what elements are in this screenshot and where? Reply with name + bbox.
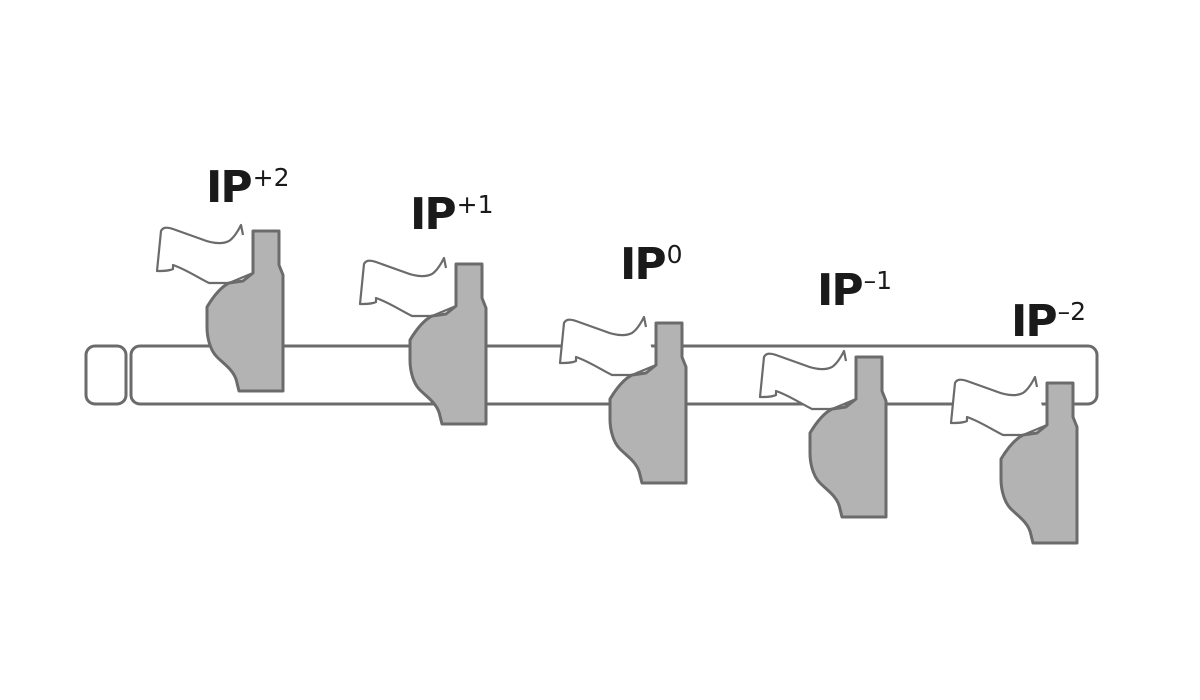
holster-group: IP–2 xyxy=(949,296,1086,545)
pistol-grip xyxy=(358,256,457,318)
position-label-superscript: 0 xyxy=(667,240,683,269)
belt-loop-segment xyxy=(84,344,128,406)
pistol-grip xyxy=(558,315,657,377)
position-label-main: IP xyxy=(206,162,251,213)
position-label: IP–2 xyxy=(1011,296,1086,347)
holster-group: IP+2 xyxy=(155,162,289,393)
pistol-grip xyxy=(155,223,254,285)
position-label-main: IP xyxy=(1011,296,1056,347)
position-label-superscript: +2 xyxy=(253,163,290,192)
position-label: IP+2 xyxy=(206,162,289,213)
pistol-grip xyxy=(758,349,857,411)
holster-body xyxy=(608,321,688,485)
pistol-grip xyxy=(949,375,1048,437)
holster-group: IP–1 xyxy=(758,265,892,519)
position-label: IP–1 xyxy=(817,265,892,316)
position-label-main: IP xyxy=(410,189,455,240)
holster-group: IP+1 xyxy=(358,189,493,426)
position-label: IP0 xyxy=(620,239,683,290)
holster-body xyxy=(808,355,888,519)
holster-body xyxy=(408,262,488,426)
holster-body xyxy=(999,381,1079,545)
position-label-superscript: –1 xyxy=(864,266,892,295)
position-label-superscript: –2 xyxy=(1058,297,1086,326)
position-label: IP+1 xyxy=(410,189,493,240)
position-label-main: IP xyxy=(620,239,665,290)
position-label-main: IP xyxy=(817,265,862,316)
position-label-superscript: +1 xyxy=(457,190,494,219)
holster-group: IP0 xyxy=(558,239,688,485)
holster-body xyxy=(205,229,285,393)
